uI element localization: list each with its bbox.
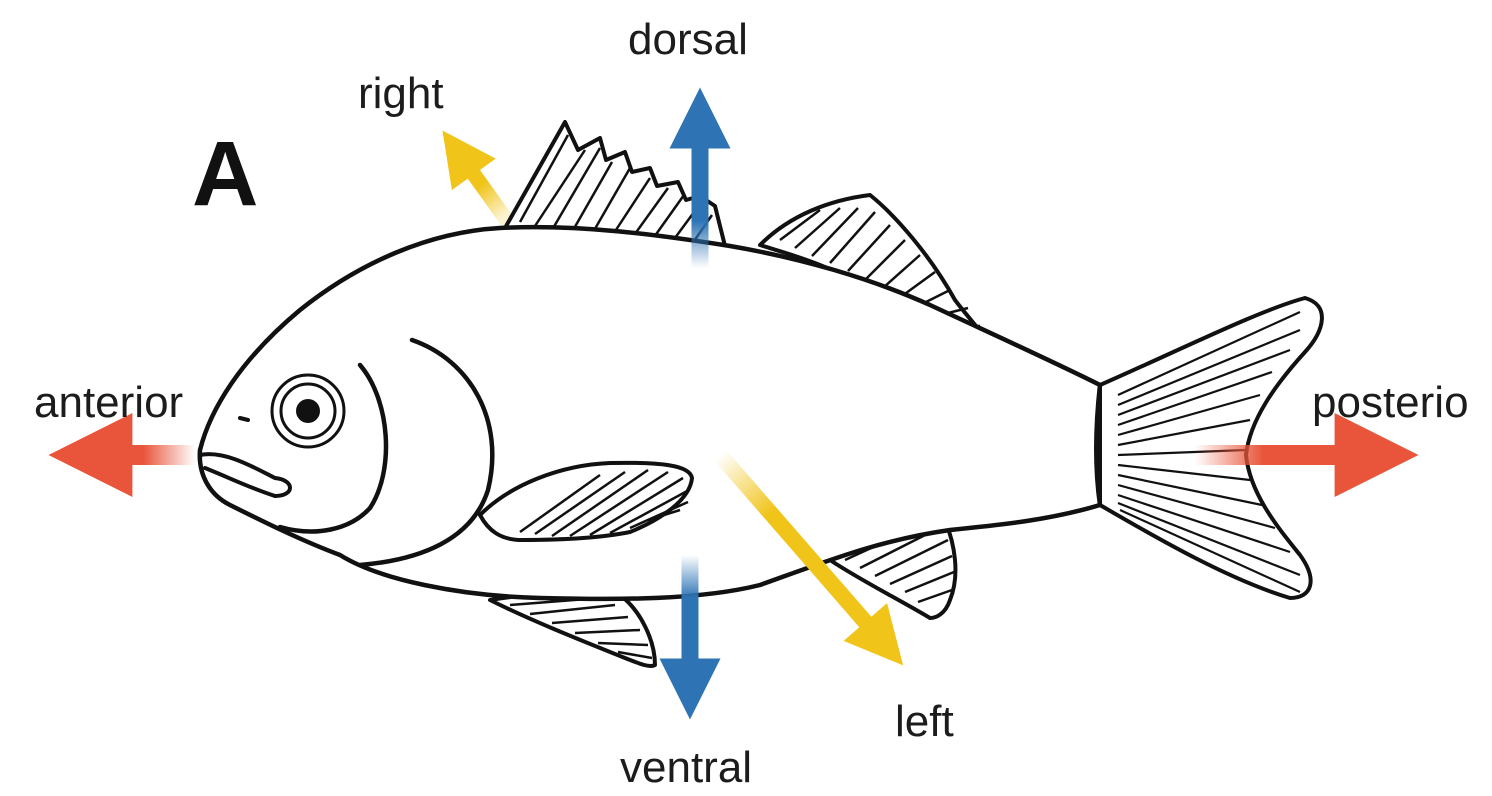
label-right: right (358, 72, 444, 116)
label-ventral: ventral (620, 746, 752, 790)
label-left: left (895, 700, 954, 744)
right-arrow (455, 148, 508, 222)
pelvic-fin (490, 592, 655, 666)
label-dorsal: dorsal (628, 18, 748, 62)
nostril (240, 418, 248, 420)
panel-letter: A (192, 128, 258, 220)
eye-icon (272, 375, 344, 447)
label-anterior: anterior (34, 381, 183, 425)
label-posterior: posterio (1312, 381, 1469, 425)
